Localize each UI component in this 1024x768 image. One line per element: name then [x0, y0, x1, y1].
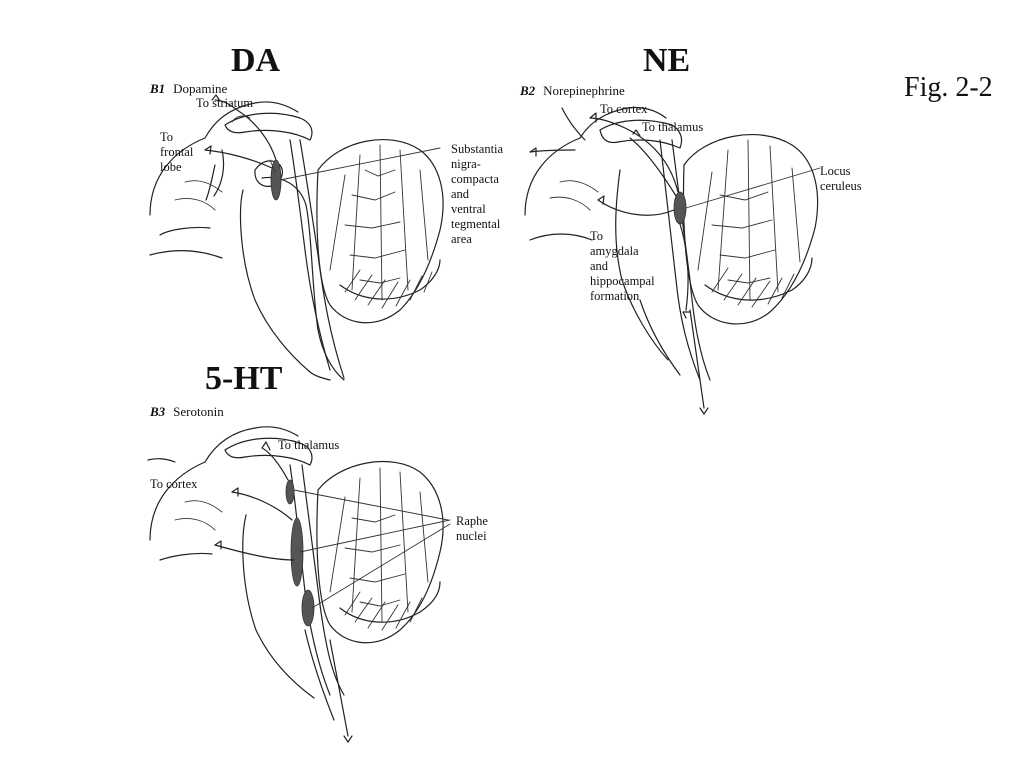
label-to-striatum: To striatum	[196, 96, 254, 110]
label-amygdala-1: To	[590, 229, 604, 243]
label-amygdala-4: hippocampal	[590, 274, 655, 288]
panel-name: Serotonin	[173, 404, 224, 419]
label-to-thalamus-5ht: To thalamus	[278, 438, 340, 452]
label-substantia-nigra-3: compacta	[451, 172, 499, 186]
label-amygdala-2: amygdala	[590, 244, 639, 258]
label-substantia-nigra-6: tegmental	[451, 217, 501, 231]
label-to-thalamus-ne: To thalamus	[642, 120, 704, 134]
label-amygdala-5: formation	[590, 289, 640, 303]
panel-title-da: DA	[231, 42, 281, 79]
label-raphe-nuclei-2: nuclei	[456, 529, 487, 543]
panel-code: B3	[150, 404, 166, 419]
label-locus-ceruleus-2: ceruleus	[820, 179, 862, 193]
panel-code: B1	[150, 81, 166, 96]
panel-title-ne: NE	[643, 42, 691, 79]
label-raphe-nuclei-1: Raphe	[456, 514, 488, 528]
figure-label: Fig. 2-2	[904, 72, 993, 103]
label-substantia-nigra-4: and	[451, 187, 470, 201]
panel-header-b2: B2 Norepinephrine	[520, 84, 625, 97]
label-frontal-lobe-1: To	[160, 130, 174, 144]
label-locus-ceruleus-1: Locus	[820, 164, 851, 178]
panel-header-b1: B1 Dopamine	[150, 82, 227, 95]
panel-name: Dopamine	[173, 81, 228, 96]
label-frontal-lobe-3: lobe	[160, 160, 182, 174]
label-substantia-nigra-2: nigra-	[451, 157, 481, 171]
label-substantia-nigra-7: area	[451, 232, 472, 246]
panel-name: Norepinephrine	[543, 83, 625, 98]
panel-code: B2	[520, 83, 536, 98]
label-frontal-lobe-2: frontal	[160, 145, 194, 159]
label-substantia-nigra-1: Substantia	[451, 142, 504, 156]
label-to-cortex-5ht: To cortex	[150, 477, 198, 491]
label-substantia-nigra-5: ventral	[451, 202, 486, 216]
panel-title-5ht: 5-HT	[205, 360, 283, 397]
label-amygdala-3: and	[590, 259, 609, 273]
panel-header-b3: B3 Serotonin	[150, 405, 224, 418]
label-to-cortex-ne: To cortex	[600, 102, 648, 116]
